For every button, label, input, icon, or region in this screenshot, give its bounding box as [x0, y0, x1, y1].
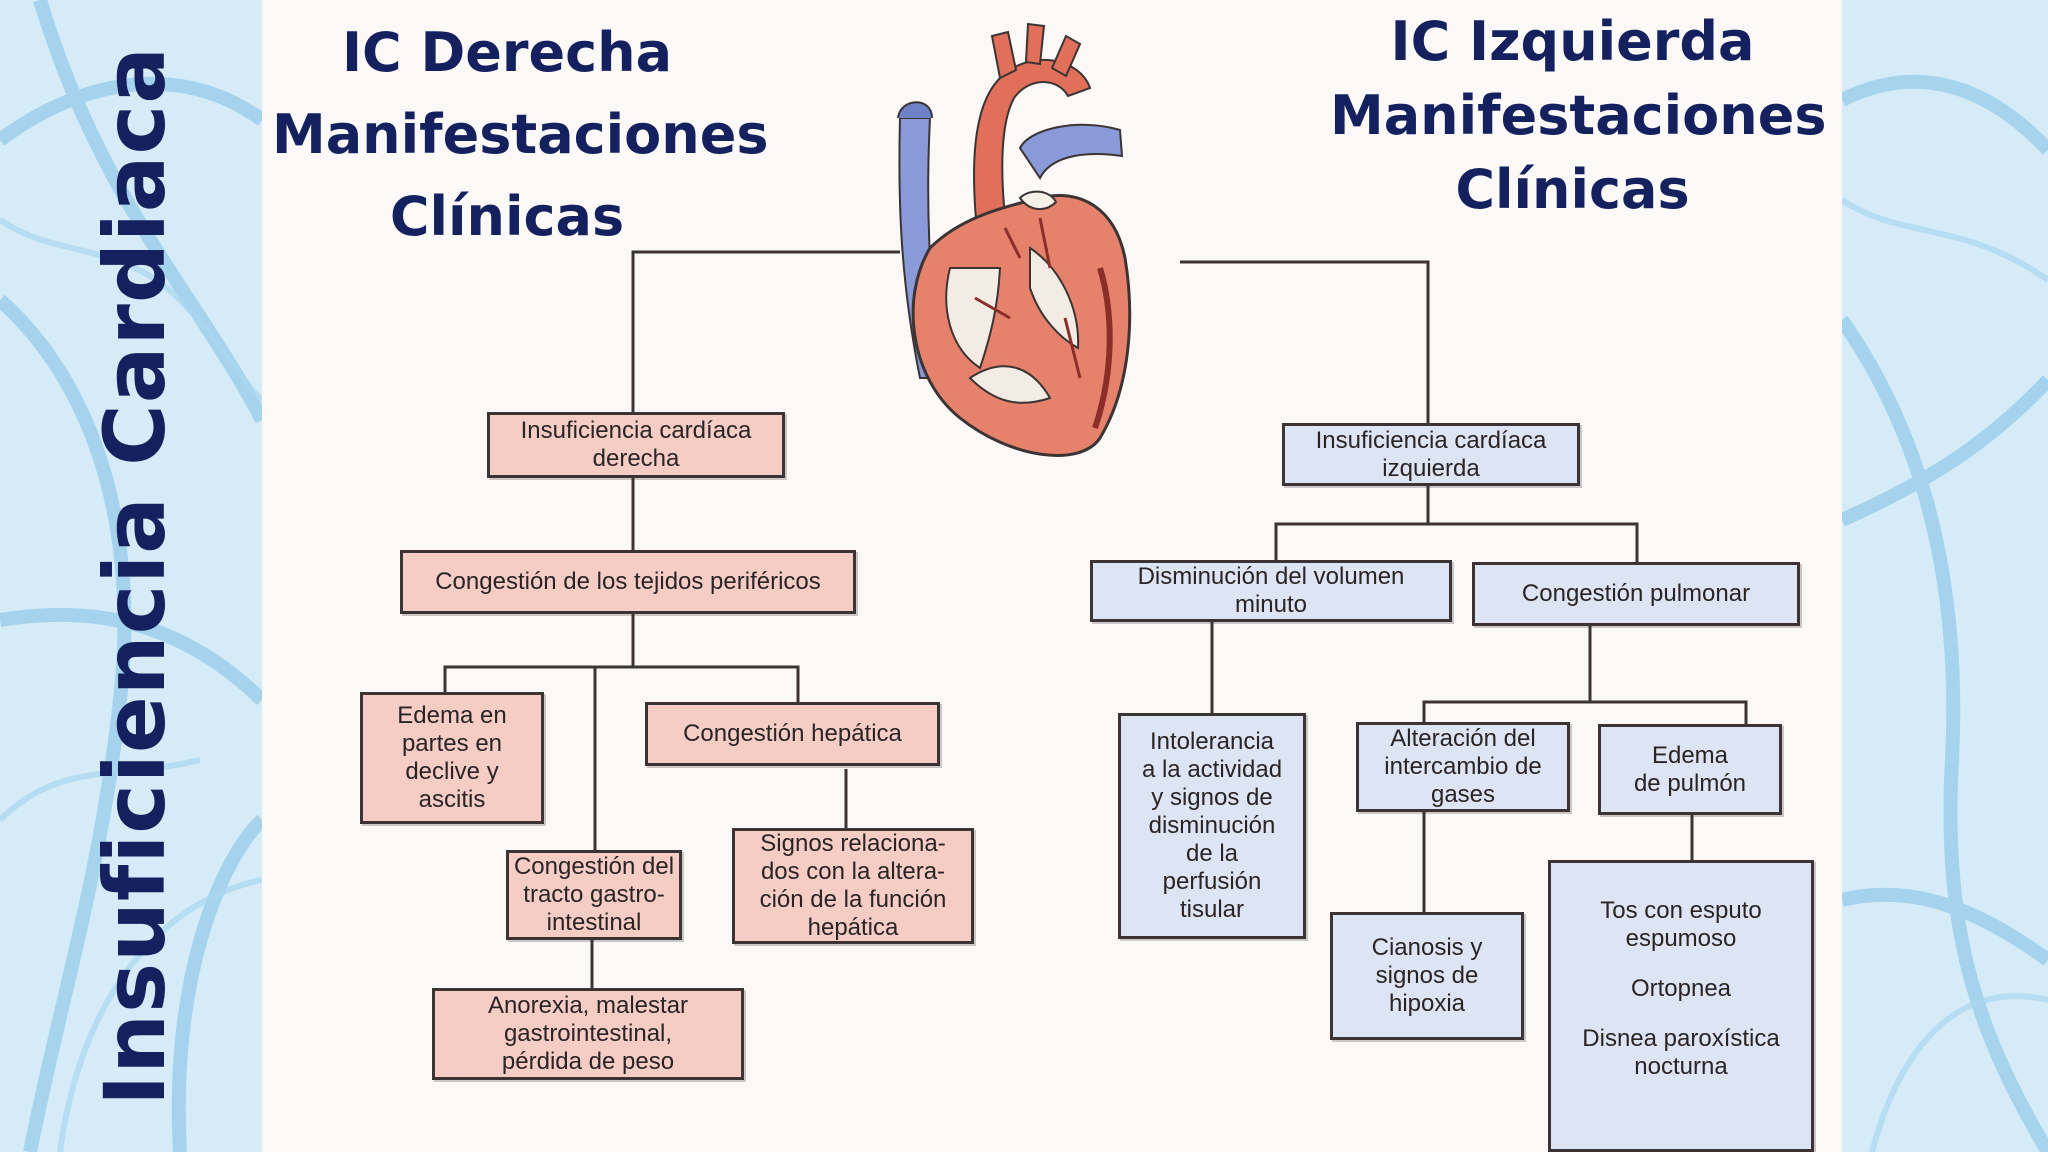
heart-illustration [897, 22, 1132, 457]
box-line: Edema [1651, 741, 1729, 769]
box-line: ción de la función [759, 886, 947, 913]
box-line: Anorexia, malestar [487, 992, 689, 1019]
box-line: minuto [1234, 591, 1308, 618]
box-line: Congestión de los tejidos periféricos [435, 568, 821, 595]
box-line: gases [1430, 781, 1496, 808]
box-line: ascitis [418, 786, 486, 813]
hepatic-congestion-box: Congestión hepática [645, 702, 940, 766]
box-line: Intolerancia [1149, 728, 1275, 755]
box-line: partes en [401, 730, 503, 757]
box-line: intercambio de [1384, 753, 1542, 780]
box-line: Edema en [397, 702, 507, 729]
box-line: hepática [807, 914, 899, 941]
box-line: disminución [1148, 812, 1276, 839]
box-line: de la [1185, 840, 1239, 867]
box-line: Insuficiencia cardíaca [1315, 426, 1547, 454]
box-line: signos de [1375, 962, 1479, 989]
box-line: Disnea paroxística [1582, 1025, 1780, 1052]
box-line: pérdida de peso [501, 1048, 675, 1075]
heading-right-ic-line: Manifestaciones [272, 103, 769, 166]
lung-edema-box: Edema de pulmón [1598, 724, 1782, 815]
box-line: dos con la altera- [760, 858, 946, 885]
box-line: perfusión [1162, 868, 1262, 895]
vessel-background-left [0, 0, 262, 1152]
heading-left-ic-line: Clínicas [1455, 158, 1690, 221]
gas-exchange-box: Alteración del intercambio de gases [1356, 722, 1570, 812]
box-line: derecha [592, 445, 680, 472]
box-line: Congestión del [513, 853, 675, 880]
right-heart-failure-box: Insuficiencia cardíaca derecha [487, 412, 785, 478]
pulmonary-congestion-box: Congestión pulmonar [1472, 562, 1800, 626]
cyanosis-box: Cianosis y signos de hipoxia [1330, 912, 1524, 1040]
box-line: tracto gastro- [523, 881, 665, 908]
box-line: Tos con esputo [1600, 897, 1762, 924]
anorexia-box: Anorexia, malestar gastrointestinal, pér… [432, 988, 744, 1080]
respiratory-symptoms-box: Tos con esputo espumoso Ortopnea Disnea … [1548, 860, 1814, 1152]
reduced-output-box: Disminución del volumen minuto [1090, 560, 1452, 622]
heading-left-ic: IC Izquierda Manifestaciones Clínicas [1330, 5, 1827, 227]
box-line: Congestión pulmonar [1521, 580, 1751, 607]
activity-intolerance-box: Intolerancia a la actividad y signos de … [1118, 713, 1306, 939]
heading-right-ic: IC Derecha Manifestaciones Clínicas [272, 12, 769, 258]
box-line: gastrointestinal, [503, 1020, 673, 1047]
edema-ascites-box: Edema en partes en declive y ascitis [360, 692, 544, 824]
gi-congestion-box: Congestión del tracto gastro- intestinal [506, 850, 682, 940]
box-line: izquierda [1382, 454, 1480, 482]
box-line: Insuficiencia cardíaca [520, 417, 752, 444]
heading-left-ic-line: Manifestaciones [1330, 84, 1827, 147]
vessel-background-right [1842, 0, 2048, 1152]
box-line: hipoxia [1388, 990, 1466, 1017]
box-line: Disminución del volumen [1137, 563, 1405, 590]
box-line: espumoso [1625, 925, 1737, 952]
peripheral-congestion-box: Congestión de los tejidos periféricos [400, 550, 856, 614]
box-line: intestinal [546, 909, 642, 936]
box-line: y signos de [1151, 784, 1273, 811]
box-line: Alteración del [1390, 725, 1536, 752]
box-line: declive y [405, 758, 499, 785]
box-line: tisular [1179, 896, 1245, 923]
box-line: de pulmón [1633, 769, 1747, 797]
hepatic-signs-box: Signos relaciona- dos con la altera- ció… [732, 828, 974, 944]
box-line: nocturna [1634, 1053, 1728, 1080]
left-heart-failure-box: Insuficiencia cardíaca izquierda [1282, 423, 1580, 486]
box-line: Congestión hepática [683, 720, 902, 747]
box-line: Signos relaciona- [760, 830, 946, 857]
heading-left-ic-line: IC Izquierda [1390, 10, 1755, 73]
box-line: Cianosis y [1371, 934, 1483, 961]
box-line: Ortopnea [1630, 975, 1732, 1002]
heading-right-ic-line: Clínicas [389, 185, 625, 248]
box-line: a la actividad [1141, 756, 1283, 783]
heading-right-ic-line: IC Derecha [341, 21, 673, 84]
